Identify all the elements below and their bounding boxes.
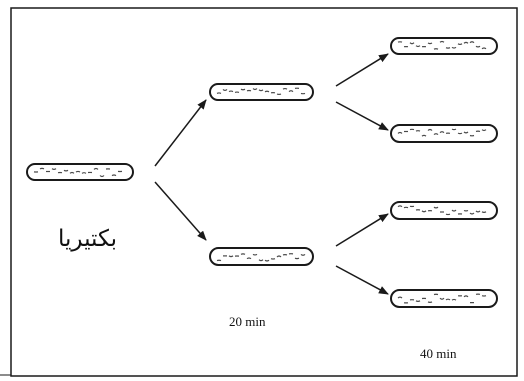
bacterium-gen2-4 [390, 289, 498, 308]
bacterium-gen2-3 [390, 201, 498, 220]
bacterium-gen0 [26, 163, 134, 181]
arrow-upper-to-second [335, 101, 389, 131]
time-label-40-min: 40 min [420, 346, 457, 361]
bacterium-gen1-lower [209, 247, 314, 266]
time-label-20-min: 20 min [229, 314, 266, 329]
bacterium-gen2-1 [390, 37, 498, 55]
arrow-lower-to-third [335, 213, 389, 247]
bacteria-label: بكتيريا [58, 226, 118, 252]
bacterium-gen1-upper [209, 83, 314, 101]
diagram-frame [10, 7, 518, 377]
arrow-gen0-to-lower [154, 181, 207, 241]
arrow-gen0-to-upper [154, 99, 207, 167]
bacterium-gen2-2 [390, 124, 498, 143]
arrow-lower-to-bottom [335, 265, 389, 295]
arrow-upper-to-top [335, 53, 389, 87]
